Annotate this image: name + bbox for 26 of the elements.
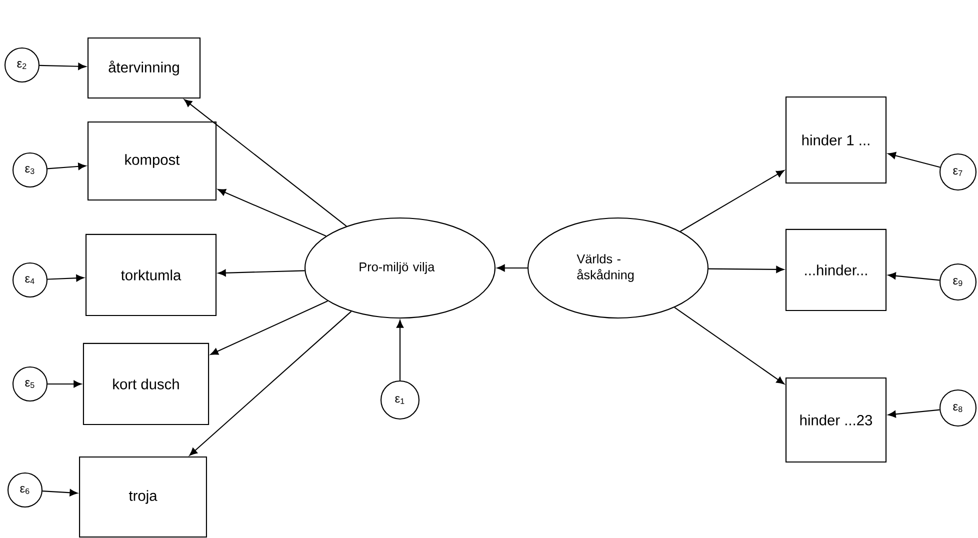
arrow — [888, 409, 940, 418]
arrow — [42, 489, 78, 496]
indicator-box: kompost — [87, 121, 217, 201]
arrow — [680, 170, 784, 232]
arrow — [218, 189, 326, 237]
arrow — [218, 269, 305, 276]
indicator-box: ...hinder... — [785, 228, 887, 312]
arrow — [40, 62, 86, 70]
indicator-box: hinder ...23 — [785, 377, 887, 463]
indicator-box: torktumla — [85, 234, 217, 316]
indicator-box: kort dusch — [82, 342, 210, 426]
indicator-box: återvinning — [87, 37, 201, 99]
arrow — [708, 266, 784, 273]
indicator-box: troja — [79, 456, 207, 538]
arrow — [184, 99, 347, 227]
arrow — [674, 307, 784, 384]
arrow — [888, 272, 940, 281]
arrow — [396, 320, 404, 380]
indicator-box: hinder 1 ... — [785, 96, 887, 184]
arrow — [888, 152, 940, 168]
arrow — [210, 300, 328, 355]
arrow — [189, 311, 352, 456]
arrow — [47, 162, 86, 170]
arrow — [48, 274, 84, 282]
arrow — [496, 264, 528, 272]
arrow — [48, 380, 82, 388]
